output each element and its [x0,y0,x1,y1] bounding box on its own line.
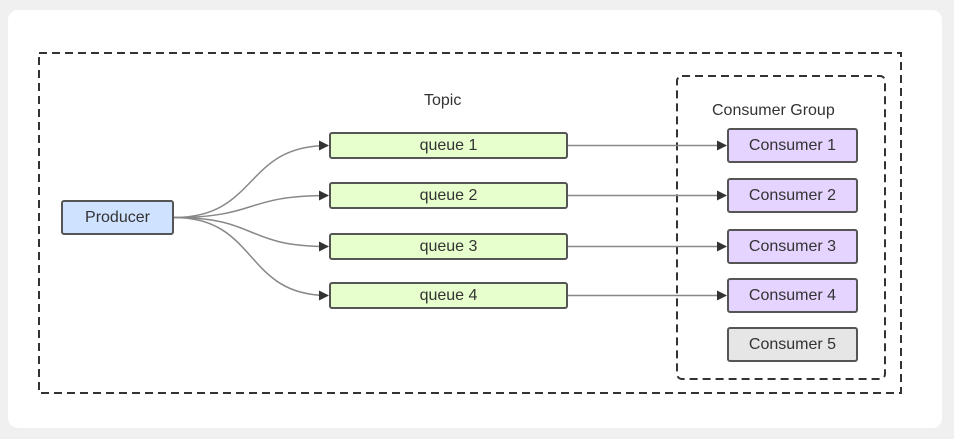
consumer-node: Consumer 3 [727,229,858,264]
consumer-group-boundary [676,75,886,380]
edge-arrow [173,190,329,219]
producer-node: Producer [61,200,174,235]
queue-node: queue 2 [329,182,568,209]
idle-consumer-node: Consumer 5 [727,327,858,362]
edge-arrow [173,216,329,252]
consumer-node: Consumer 4 [727,278,858,313]
topic-label: Topic [424,92,462,109]
edge-arrow [173,216,329,301]
queue-node: queue 4 [329,282,568,309]
consumer-node: Consumer 1 [727,128,858,163]
topic-boundary [38,52,902,394]
consumer-group-label: Consumer Group [712,102,835,119]
edge-arrow [173,140,329,219]
queue-node: queue 3 [329,233,568,260]
edges-layer [173,140,727,301]
queue-node: queue 1 [329,132,568,159]
consumer-node: Consumer 2 [727,178,858,213]
